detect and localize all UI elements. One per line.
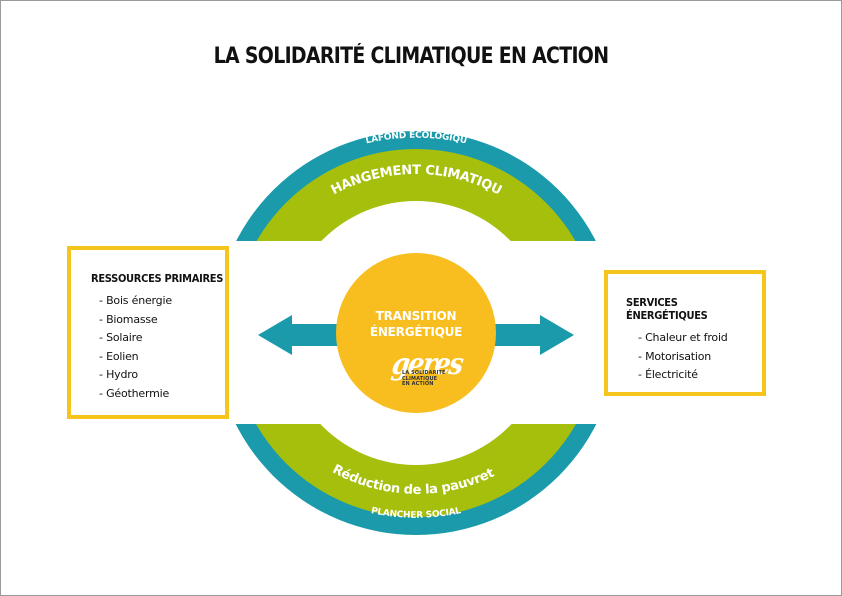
logo-tag-line1: LA SOLIDARITÉ — [402, 370, 446, 376]
primary-resources-list: Bois énergie Biomasse Solaire Eolien Hyd… — [91, 292, 225, 403]
ring-top-hole — [321, 201, 511, 241]
list-item: Bois énergie — [99, 292, 225, 311]
arrow-right — [492, 315, 574, 355]
list-item: Électricité — [638, 366, 762, 385]
ring-bottom — [235, 424, 597, 535]
center-circle — [336, 253, 496, 413]
list-item: Hydro — [99, 366, 225, 385]
list-item: Biomasse — [99, 311, 225, 330]
ring-top-green — [256, 149, 576, 241]
svg-text:CHANGEMENT CLIMATIQUE: CHANGEMENT CLIMATIQUE — [0, 0, 504, 198]
panel-primary-resources-title: RESSOURCES PRIMAIRES — [91, 272, 224, 285]
ring-bottom-hole — [320, 424, 512, 465]
logo-tag-line3: EN ACTION — [402, 381, 434, 387]
list-item: Solaire — [99, 329, 225, 348]
panel-energy-services: SERVICES ÉNERGÉTIQUES Chaleur et froid M… — [604, 270, 766, 396]
svg-text:PLAFOND ÉCOLOGIQUE: PLAFOND ÉCOLOGIQUE — [0, 0, 468, 146]
list-item: Chaleur et froid — [638, 329, 762, 348]
list-item: Motorisation — [638, 348, 762, 367]
ring-outer-top-label: PLAFOND ÉCOLOGIQUE — [0, 0, 468, 146]
center-label: TRANSITION ÉNERGÉTIQUE — [336, 308, 496, 340]
panel-primary-resources: RESSOURCES PRIMAIRES Bois énergie Biomas… — [67, 246, 229, 419]
center-label-line1: TRANSITION — [375, 309, 457, 323]
page-title: LA SOLIDARITÉ CLIMATIQUE EN ACTION — [213, 44, 609, 69]
center-label-line2: ÉNERGÉTIQUE — [369, 325, 463, 339]
svg-text:PLANCHER SOCIAL: PLANCHER SOCIAL — [370, 506, 462, 521]
logo-tag-line2: CLIMATIQUE — [402, 375, 438, 382]
panel-energy-services-title: SERVICES ÉNERGÉTIQUES — [626, 296, 708, 322]
geres-logo-tagline: LA SOLIDARITÉ CLIMATIQUE EN ACTION — [402, 370, 462, 388]
ring-top — [236, 131, 596, 241]
list-item: Géothermie — [99, 385, 225, 404]
arrow-left — [258, 315, 340, 355]
ring-outer-bottom-label: PLANCHER SOCIAL — [370, 506, 462, 521]
ring-bottom-green — [256, 424, 576, 517]
ring-inner-top-label: CHANGEMENT CLIMATIQUE — [0, 0, 504, 198]
list-item: Eolien — [99, 348, 225, 367]
energy-services-list: Chaleur et froid Motorisation Électricit… — [626, 329, 762, 385]
